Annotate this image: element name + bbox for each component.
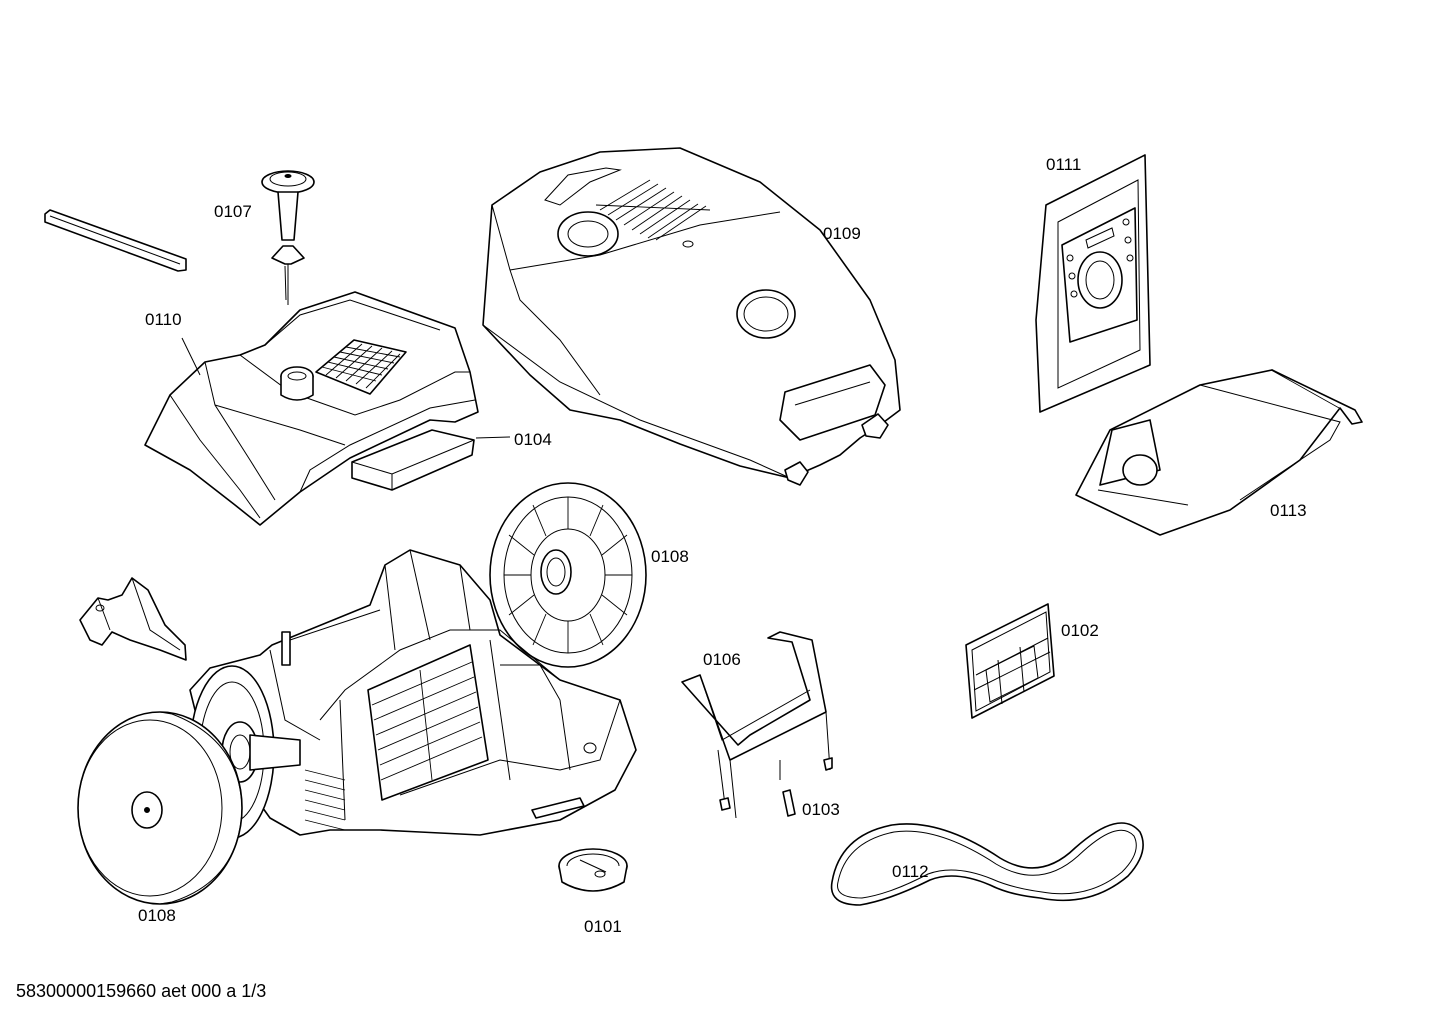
label-0108-lower: 0108 [138, 906, 176, 925]
label-0107: 0107 [214, 202, 252, 221]
label-0108-upper: 0108 [651, 547, 689, 566]
label-0109: 0109 [823, 224, 861, 243]
filter-pad-0104 [351, 429, 511, 491]
knob-0107 [261, 170, 315, 305]
label-0101: 0101 [584, 917, 622, 936]
label-0103: 0103 [802, 800, 840, 819]
label-0106: 0106 [703, 650, 741, 669]
drawing-reference-footer: 58300000159660 aet 000 a 1/3 [16, 981, 267, 1001]
dust-bag-0111 [1035, 154, 1151, 413]
label-0112: 0112 [892, 862, 929, 881]
label-0110: 0110 [145, 310, 182, 329]
filter-housing-0110 [144, 291, 479, 526]
frame-0106 [681, 631, 833, 819]
leader-lines [181, 337, 201, 376]
wheel-0108-upper [489, 482, 647, 668]
label-0111: 0111 [1046, 155, 1082, 174]
label-0113: 0113 [1270, 501, 1307, 520]
wheel-0108-lower [77, 711, 243, 905]
exhaust-filter-0102 [965, 603, 1055, 719]
rubber-strip [44, 209, 187, 272]
dust-bag-0113 [1075, 369, 1363, 536]
clip-0103 [782, 789, 796, 817]
label-0104: 0104 [514, 430, 552, 449]
cap-0101 [558, 848, 628, 892]
gasket-0112 [830, 822, 1144, 906]
top-housing-0109 [482, 147, 901, 486]
label-0102: 0102 [1061, 621, 1099, 640]
bracket [79, 577, 187, 661]
